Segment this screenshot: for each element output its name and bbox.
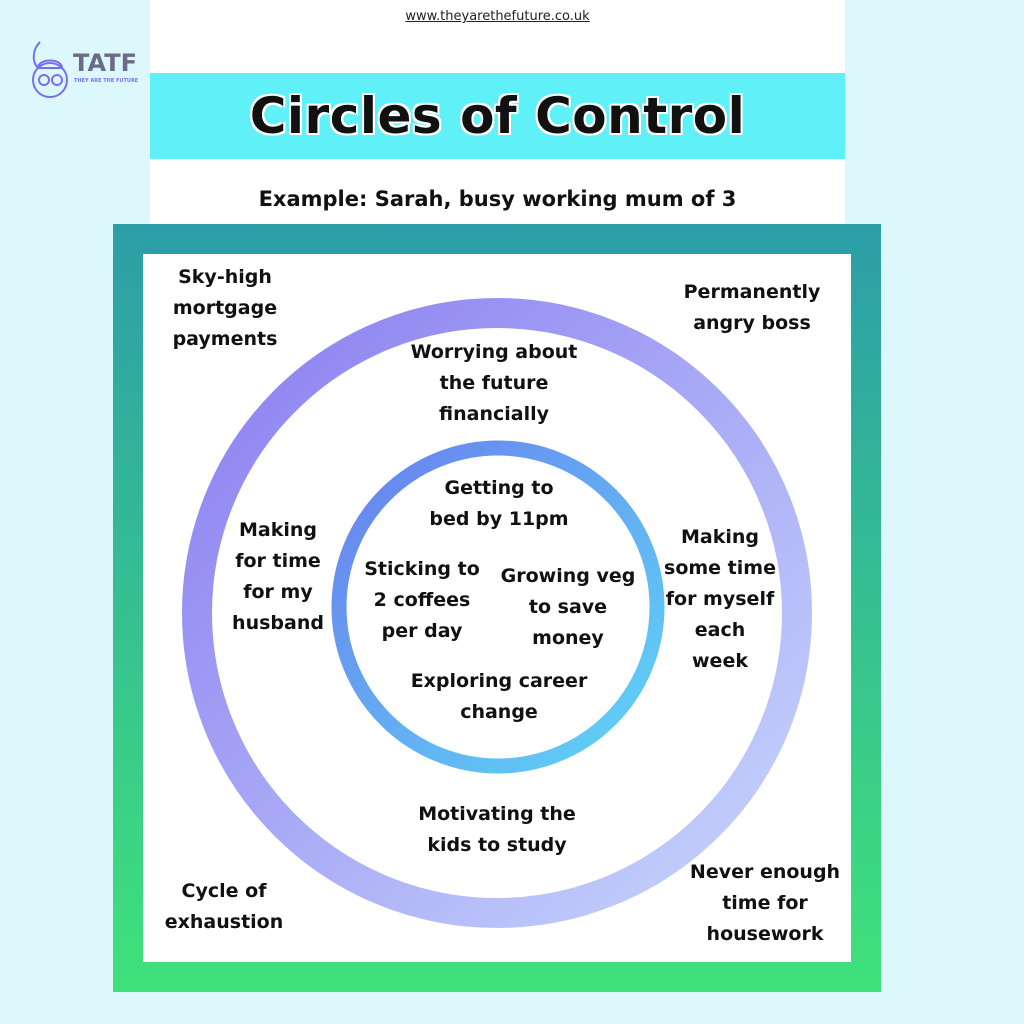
circle-of-control-ring (331, 440, 665, 774)
website-link[interactable]: www.theyarethefuture.co.uk (405, 9, 590, 24)
control-item: Growing veg to save money (500, 565, 636, 649)
title-band: Circles of Control (150, 73, 845, 159)
page-title: Circles of Control (249, 87, 746, 145)
control-item: Exploring career change (410, 670, 588, 723)
frame-inner (143, 254, 851, 962)
concern-item: Sky-high mortgage payments (172, 266, 278, 350)
influence-item: Making for time for my husband (232, 519, 324, 634)
concern-item: Never enough time for housework (689, 861, 841, 945)
circle-of-influence-ring (182, 298, 812, 928)
logo-tagline: THEY ARE THE FUTURE (74, 78, 139, 84)
subtitle: Example: Sarah, busy working mum of 3 (258, 187, 737, 211)
influence-item: Making some time for myself each week (664, 526, 776, 672)
logo-text: TATF (73, 49, 137, 77)
concern-item: Cycle of exhaustion (164, 880, 284, 933)
concern-item: Permanently angry boss (683, 281, 821, 334)
control-item: Sticking to 2 coffees per day (364, 558, 480, 642)
influence-item: Motivating the kids to study (418, 803, 576, 856)
influence-item: Worrying about the future financially (410, 341, 578, 425)
logo-icon (32, 41, 68, 98)
control-item: Getting to bed by 11pm (429, 477, 569, 530)
